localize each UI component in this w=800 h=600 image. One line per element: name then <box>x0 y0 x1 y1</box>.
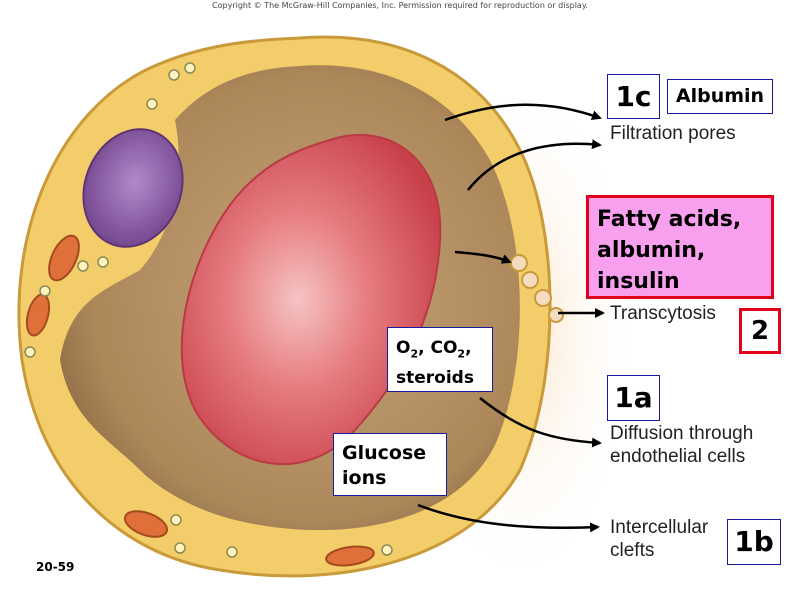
tag-2: 2 <box>739 308 781 354</box>
label-filtration-pores: Filtration pores <box>610 123 736 144</box>
steroids-line: steroids <box>396 368 474 389</box>
gases-box: O2, CO2, steroids <box>387 327 493 392</box>
granules <box>24 62 393 558</box>
nucleus <box>82 128 184 248</box>
tag-1a: 1a <box>607 375 660 421</box>
label-transcytosis: Transcytosis <box>610 303 716 324</box>
albumin-box: Albumin <box>667 79 773 114</box>
tag-1c: 1c <box>607 74 660 119</box>
fatty-acids-line: Fatty acids, <box>597 207 742 232</box>
transcytosis-vesicles <box>510 254 564 323</box>
label-diffusion: Diffusion through endothelial cells <box>610 423 754 467</box>
gases-line: O2, CO2, <box>396 338 472 361</box>
mitochondria <box>25 234 375 567</box>
figure-number: 20-59 <box>36 560 75 574</box>
red-blood-cell <box>180 134 442 465</box>
glucose-box: Glucose ions <box>333 433 447 496</box>
albumin-line: albumin, <box>597 238 706 263</box>
transport-arrows <box>417 103 605 533</box>
tag-1b: 1b <box>727 519 781 565</box>
insulin-line: insulin <box>597 269 680 294</box>
copyright-notice: Copyright © The McGraw-Hill Companies, I… <box>212 1 588 10</box>
label-intercellular-clefts: Intercellular clefts <box>610 517 709 561</box>
fatty-acids-box: Fatty acids, albumin, insulin <box>586 195 774 299</box>
